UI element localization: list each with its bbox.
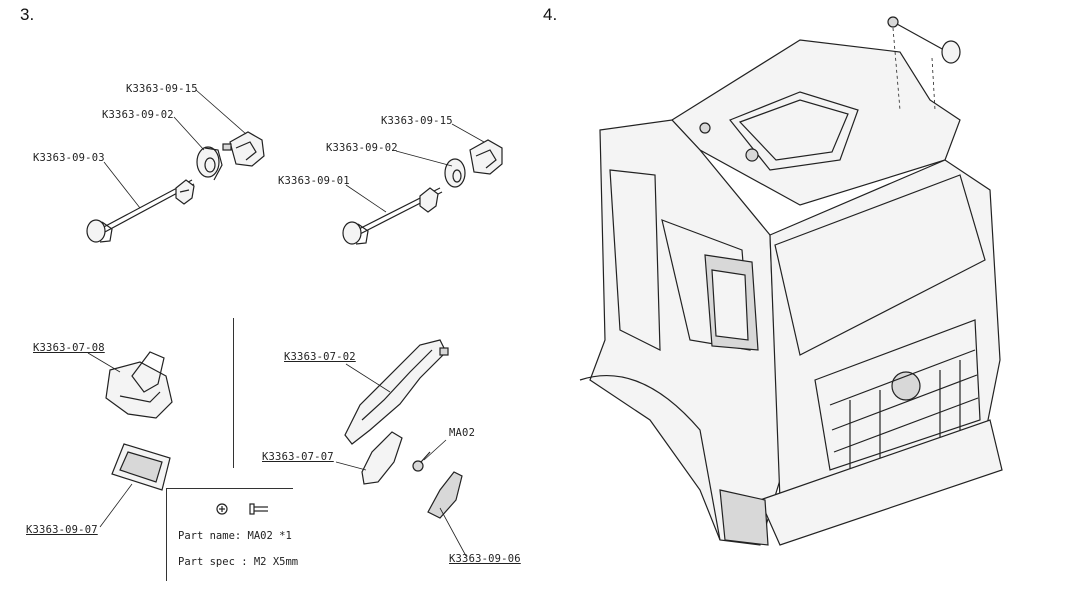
mirror-assembly-b — [342, 123, 503, 245]
label-d-09-06: K3363-09-06 — [449, 553, 521, 565]
part-spec-box — [166, 488, 293, 581]
part-07-08 — [87, 351, 173, 419]
label-c-09-07: K3363-09-07 — [26, 524, 98, 536]
label-d-07-02: K3363-07-02 — [284, 351, 356, 363]
mirror-assembly-a — [86, 89, 265, 243]
label-b-09-01: K3363-09-01 — [278, 175, 350, 187]
part-09-07 — [99, 443, 171, 528]
label-b-09-02: K3363-09-02 — [326, 142, 398, 154]
label-a-09-02: K3363-09-02 — [102, 109, 174, 121]
label-a-09-03: K3363-09-03 — [33, 152, 105, 164]
label-c-07-08: K3363-07-08 — [33, 342, 105, 354]
label-b-09-15: K3363-09-15 — [381, 115, 453, 127]
phillips-screw-head-icon — [216, 503, 228, 515]
part-name-text: Part name: MA02 *1 — [178, 530, 292, 542]
step-3-number: 3. — [20, 5, 35, 24]
part-07-07 — [335, 431, 403, 485]
truck-cab-drawing — [579, 16, 1003, 546]
screw-side-view-icon — [249, 503, 268, 515]
section-divider — [233, 318, 234, 468]
screw-ma02 — [412, 439, 447, 472]
part-spec-text: Part spec : M2 X5mm — [178, 556, 299, 568]
label-d-07-07: K3363-07-07 — [262, 451, 334, 463]
step-4-number: 4. — [543, 5, 558, 24]
part-07-02 — [344, 339, 449, 445]
label-d-ma02: MA02 — [449, 427, 476, 439]
part-09-06 — [427, 471, 467, 557]
label-a-09-15: K3363-09-15 — [126, 83, 198, 95]
